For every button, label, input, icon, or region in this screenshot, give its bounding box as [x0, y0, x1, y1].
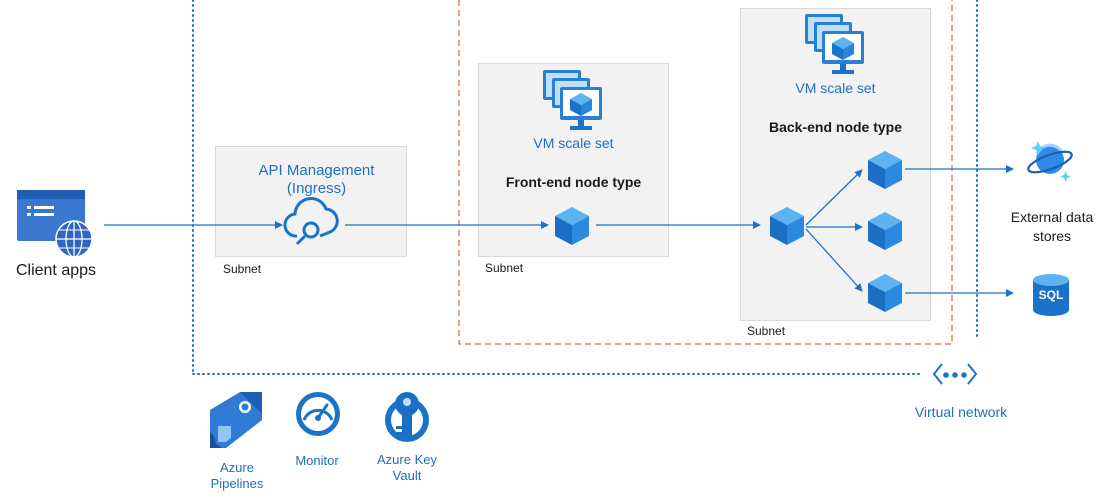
monitor-label: Monitor: [295, 453, 339, 468]
backend-vmss-label: VM scale set: [795, 80, 876, 96]
vnet-boundary: [192, 0, 978, 375]
frontend-subnet-label: Subnet: [485, 261, 524, 275]
api-management-subtitle: (Ingress): [286, 180, 347, 197]
frontend-vmss-label: VM scale set: [533, 135, 614, 151]
backend-subnet-label: Subnet: [747, 324, 786, 338]
azure-key-vault-icon: [385, 392, 429, 442]
external-data-stores-label-line1: External data: [1010, 209, 1094, 225]
api-management-title: API Management: [258, 162, 375, 179]
cluster-boundary: [458, 0, 953, 345]
backend-node-cube-icon: [770, 207, 804, 245]
virtual-network-label: Virtual network: [914, 404, 1008, 420]
backend-node-cube-icon: [868, 151, 902, 189]
frontend-node-cube-icon: [555, 207, 589, 245]
monitor-icon: [296, 392, 340, 436]
sql-database-icon: [1033, 274, 1069, 316]
azure-pipelines-label-line1: Azure: [220, 460, 254, 475]
frontend-vmss-icon: [543, 70, 602, 130]
backend-node-cube-icon: [868, 212, 902, 250]
azure-pipelines-label-line2: Pipelines: [210, 476, 264, 491]
azure-pipelines-icon: [210, 392, 262, 448]
client-apps-label: Client apps: [15, 262, 97, 279]
frontend-node-type-label: Front-end node type: [505, 174, 642, 190]
connectors: [104, 165, 1014, 297]
backend-vmss-icon: [805, 14, 864, 74]
azure-key-vault-label-line1: Azure Key: [377, 452, 437, 467]
sql-icon-text: SQL: [1038, 288, 1064, 302]
cosmos-db-icon: [1027, 141, 1073, 182]
api-management-icon: [283, 197, 339, 246]
virtual-network-icon: [932, 363, 978, 385]
backend-node-type-label: Back-end node type: [768, 119, 903, 135]
client-app-icon: [17, 190, 93, 258]
azure-key-vault-label-line2: Vault: [392, 468, 422, 483]
api-subnet-label: Subnet: [223, 262, 262, 276]
backend-node-cube-icon: [868, 274, 902, 312]
external-data-stores-label-line2: stores: [1032, 228, 1072, 244]
